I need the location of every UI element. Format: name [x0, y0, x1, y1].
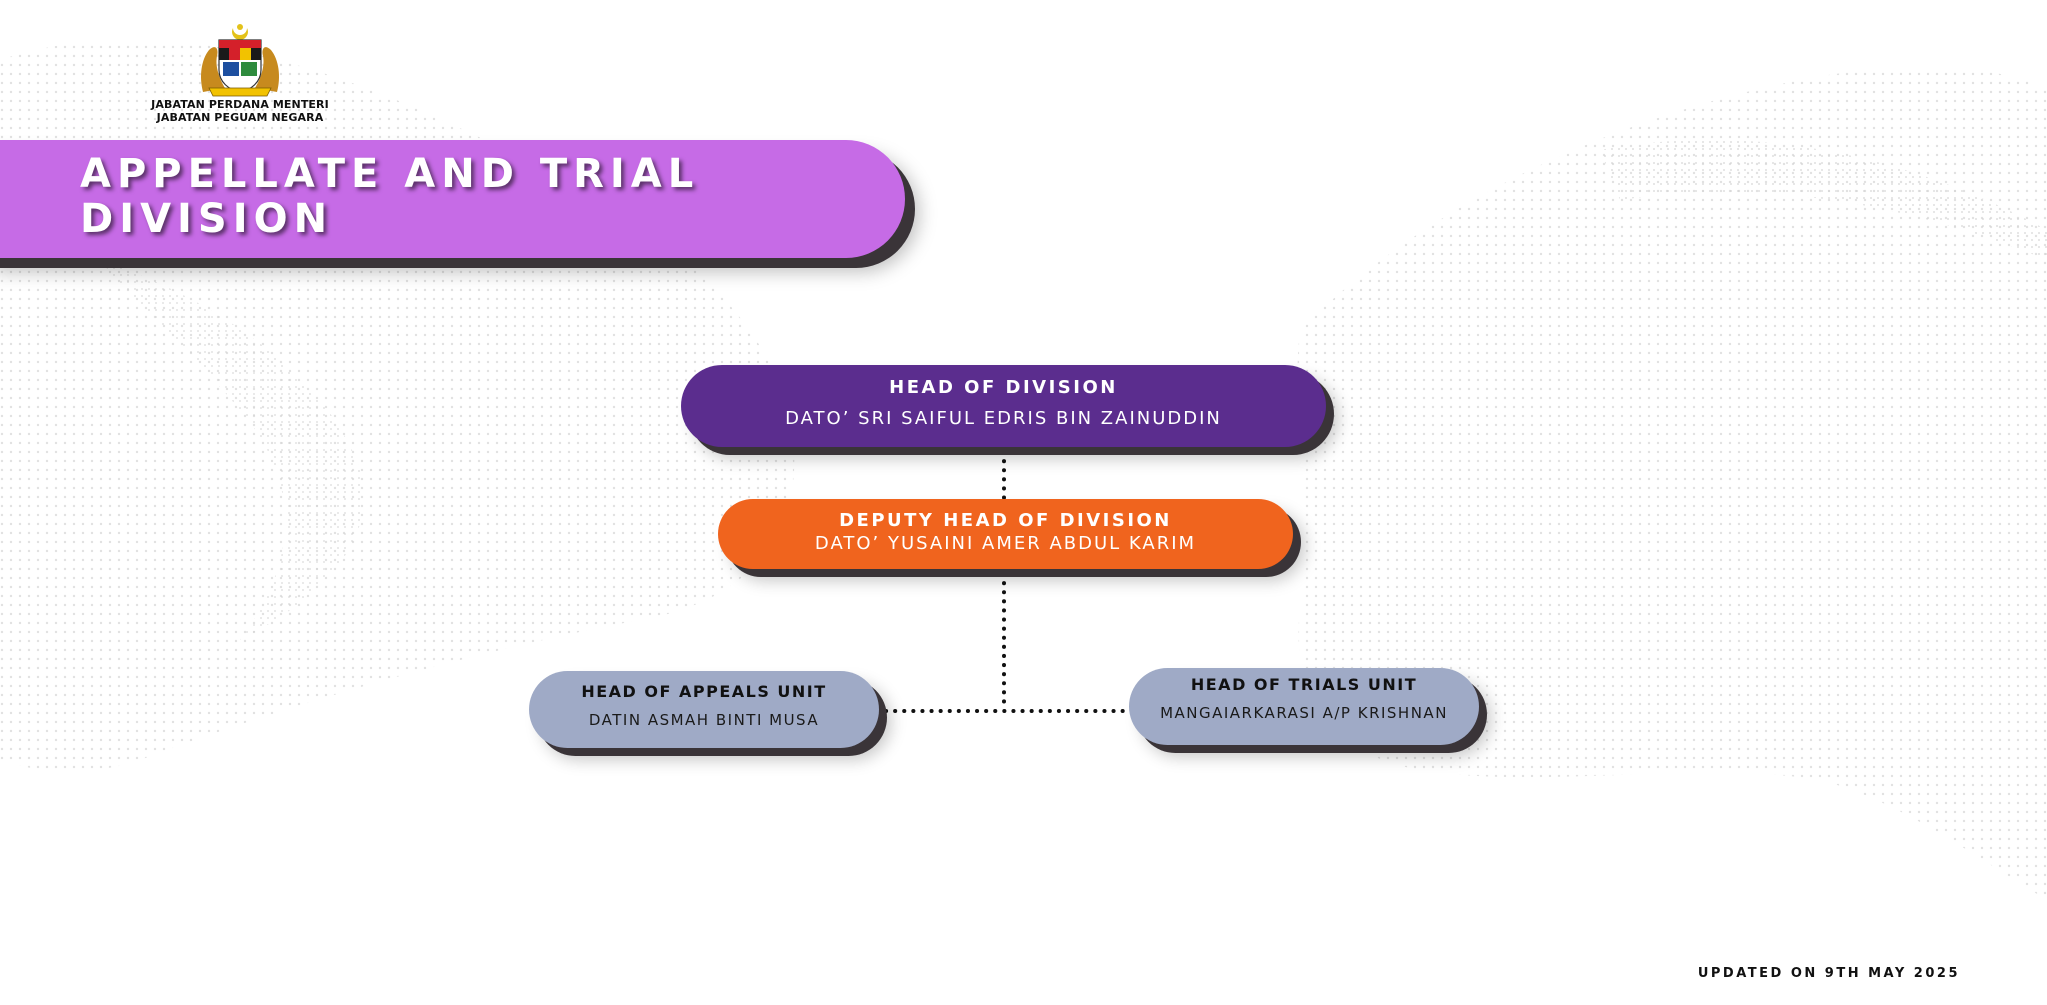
agency-logo-block: JABATAN PERDANA MENTERI JABATAN PEGUAM N…	[140, 22, 340, 124]
deputy-head-name: DATO’ YUSAINI AMER ABDUL KARIM	[814, 533, 1197, 554]
head-of-division-name: DATO’ SRI SAIFUL EDRIS BIN ZAINUDDIN	[785, 408, 1222, 429]
appeals-unit-name: DATIN ASMAH BINTI MUSA	[588, 711, 820, 729]
head-of-division-node: HEAD OF DIVISION DATO’ SRI SAIFUL EDRIS …	[681, 365, 1326, 447]
title-banner: APPELLATE AND TRIAL DIVISION	[0, 140, 905, 258]
trials-unit-name: MANGAIARKARASI A/P KRISHNAN	[1160, 704, 1448, 722]
trials-unit-node: HEAD OF TRIALS UNIT MANGAIARKARASI A/P K…	[1129, 668, 1479, 745]
deputy-head-role: DEPUTY HEAD OF DIVISION	[839, 510, 1172, 531]
head-of-division-role: HEAD OF DIVISION	[889, 377, 1118, 398]
appeals-unit-node: HEAD OF APPEALS UNIT DATIN ASMAH BINTI M…	[529, 671, 879, 748]
updated-date: UPDATED ON 9TH MAY 2025	[1697, 966, 1960, 981]
page-title: APPELLATE AND TRIAL DIVISION	[80, 151, 700, 242]
deputy-head-node: DEPUTY HEAD OF DIVISION DATO’ YUSAINI AM…	[718, 499, 1293, 569]
trials-unit-role: HEAD OF TRIALS UNIT	[1190, 675, 1418, 694]
agency-name-line-1: JABATAN PERDANA MENTERI	[151, 98, 329, 111]
agency-name-line-2: JABATAN PEGUAM NEGARA	[156, 111, 324, 124]
coat-of-arms-icon	[201, 24, 279, 97]
appeals-unit-role: HEAD OF APPEALS UNIT	[581, 682, 827, 701]
